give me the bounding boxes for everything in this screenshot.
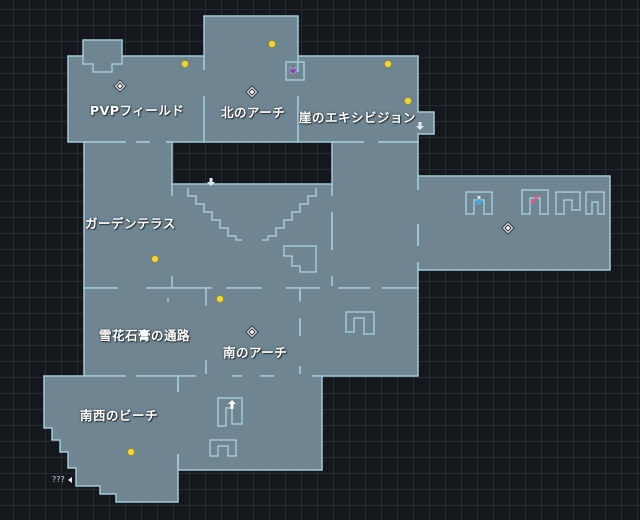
room-southwest-beach[interactable]	[43, 375, 179, 503]
npc-face-icon[interactable]	[404, 97, 412, 105]
pet-icon[interactable]	[289, 66, 297, 75]
npc-face-icon[interactable]	[151, 255, 159, 263]
room-east-corridor[interactable]	[331, 141, 419, 289]
room-south-hall[interactable]	[177, 375, 323, 471]
potion-icon[interactable]	[476, 196, 482, 205]
room-label-cliff-exhibition: 崖のエキシビジョン	[299, 110, 417, 125]
offmap-label: ???	[52, 475, 65, 484]
alcove-wall	[82, 56, 123, 73]
shelf-structure	[555, 191, 581, 215]
south-hall-structure	[209, 439, 237, 457]
alcove-wall	[285, 61, 305, 81]
room-garden-terrace[interactable]	[83, 141, 173, 289]
offmap-arrow-icon[interactable]	[68, 477, 72, 483]
npc-face-icon[interactable]	[181, 60, 189, 68]
room-southeast[interactable]	[299, 287, 419, 377]
staircase-right	[262, 188, 317, 241]
room-east-gallery[interactable]	[417, 175, 611, 271]
down-arrow-icon[interactable]	[207, 178, 215, 186]
shelf-structure	[465, 191, 493, 215]
npc-face-icon[interactable]	[127, 448, 135, 456]
room-label-southwest-beach: 南西のビーチ	[80, 408, 159, 423]
npc-markers	[127, 40, 412, 456]
room-cliff-exhibition[interactable]	[297, 55, 435, 143]
waypoint-diamond-icon[interactable]	[245, 325, 259, 339]
room-label-south-arch: 南のアーチ	[223, 345, 288, 360]
room-north-arch[interactable]	[203, 15, 299, 143]
waypoint-diamond-icon[interactable]	[245, 85, 259, 99]
npc-face-icon[interactable]	[384, 60, 392, 68]
room-label-north-arch: 北のアーチ	[221, 105, 286, 120]
npc-face-icon[interactable]	[268, 40, 276, 48]
waypoint-diamond-icon[interactable]	[501, 221, 515, 235]
room-label-snow-path: 雪花石膏の通路	[99, 328, 191, 343]
staircase-left	[187, 188, 242, 241]
npc-face-icon[interactable]	[216, 295, 224, 303]
room-stair-hall[interactable]	[171, 183, 333, 289]
southeast-structure	[345, 311, 375, 335]
shelf-structure	[585, 191, 605, 215]
waypoint-diamond-icon[interactable]	[113, 79, 127, 93]
up-arrow-icon[interactable]	[228, 400, 236, 409]
waypoints	[113, 79, 515, 339]
down-arrow-icon[interactable]	[416, 122, 424, 130]
shelf-structure	[521, 189, 549, 215]
interior-walls	[82, 56, 605, 470]
room-label-pvp-field: PVPフィールド	[90, 103, 185, 118]
doorways	[118, 70, 420, 454]
stair-hall-structure	[283, 245, 317, 273]
sword-icon[interactable]	[530, 194, 540, 204]
misc-icons	[68, 66, 540, 483]
room-floors	[43, 15, 611, 503]
room-pvp-field[interactable]	[67, 39, 205, 143]
room-label-garden-terrace: ガーデンテラス	[85, 216, 176, 231]
